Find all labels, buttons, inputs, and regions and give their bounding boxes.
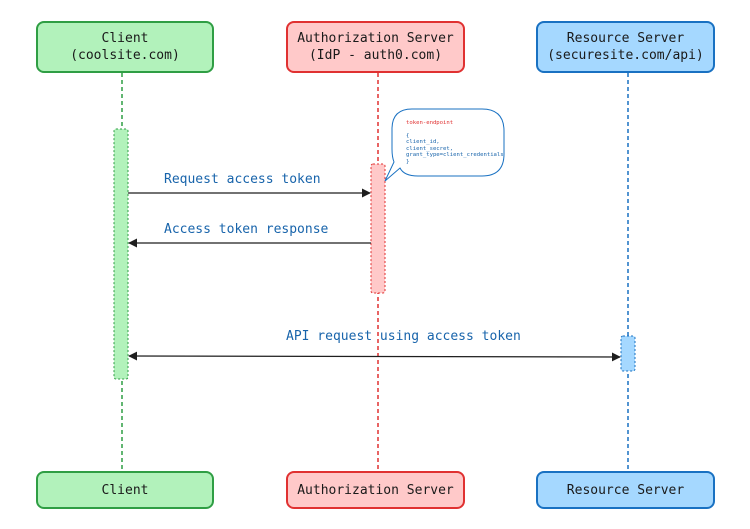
client-activation xyxy=(113,128,129,380)
api-request-arrow xyxy=(128,351,621,362)
request-token-label: Request access token xyxy=(164,172,321,187)
token-endpoint-note-bubble xyxy=(384,108,505,182)
auth-footer-box[interactable]: Authorization Server xyxy=(286,471,465,509)
client-subtitle: (coolsite.com) xyxy=(70,48,180,63)
auth-activation xyxy=(370,163,386,294)
auth-footer-label: Authorization Server xyxy=(297,482,454,498)
resource-footer-label: Resource Server xyxy=(566,482,685,498)
token-response-label: Access token response xyxy=(164,222,329,237)
auth-title: Authorization Server xyxy=(297,31,454,46)
note-header: token-endpoint xyxy=(406,120,454,126)
note-body: { client_id, client_secret, grant_type=c… xyxy=(406,132,504,165)
resource-header-box[interactable]: Resource Server (securesite.com/api) xyxy=(536,21,715,73)
resource-footer-box[interactable]: Resource Server xyxy=(536,471,715,509)
api-request-label: API request using access token xyxy=(286,329,521,344)
token-endpoint-note: token-endpoint { client_id, client_secret… xyxy=(406,120,504,166)
client-header-box[interactable]: Client (coolsite.com) xyxy=(36,21,214,73)
resource-subtitle: (securesite.com/api) xyxy=(547,48,704,63)
resource-title: Resource Server xyxy=(566,31,685,46)
client-footer-box[interactable]: Client xyxy=(36,471,214,509)
auth-subtitle: (IdP - auth0.com) xyxy=(308,48,443,63)
client-footer-label: Client xyxy=(101,482,149,498)
client-title: Client xyxy=(101,31,149,46)
resource-activation xyxy=(620,335,636,372)
auth-header-box[interactable]: Authorization Server (IdP - auth0.com) xyxy=(286,21,465,73)
